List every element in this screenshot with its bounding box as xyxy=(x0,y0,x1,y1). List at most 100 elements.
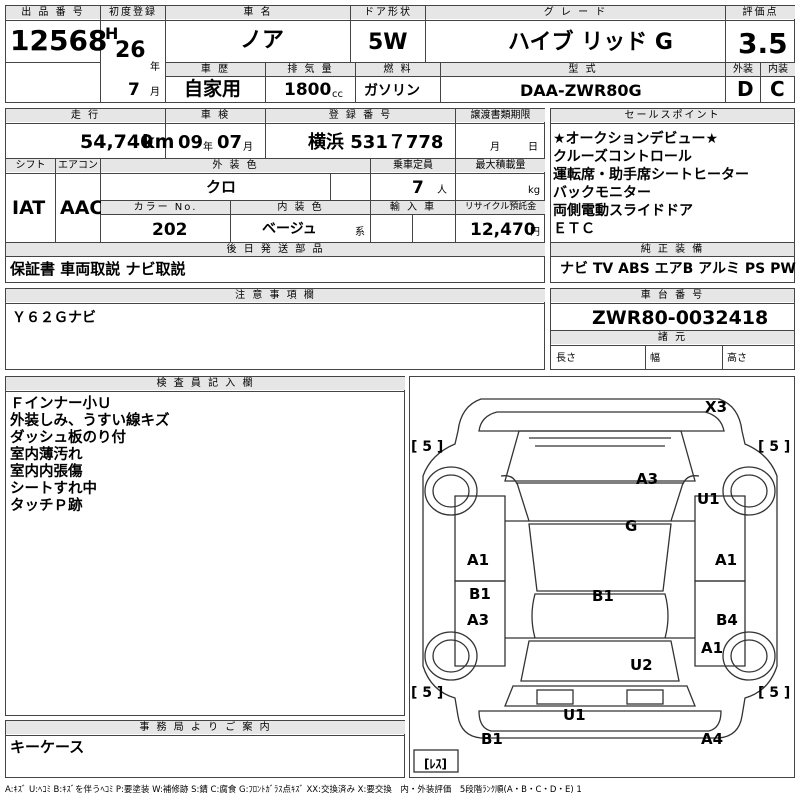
selling-points-label: セールスポイント xyxy=(551,109,794,122)
height-label: 高さ xyxy=(727,353,747,364)
office-label: 事 務 局 よ り ご 案 内 xyxy=(6,721,405,734)
tire-front-left: [ 5 ] xyxy=(411,439,444,455)
tire-rear-right: [ 5 ] xyxy=(758,685,791,701)
int-color: ベージュ xyxy=(262,221,317,237)
fuel-label: 燃 料 xyxy=(356,63,440,76)
exterior-score: D xyxy=(737,77,754,101)
later-parts: 保証書 車両取説 ナビ取説 xyxy=(10,260,186,278)
grade-label: グ レ ー ド xyxy=(426,6,725,19)
door-type: 5W xyxy=(368,30,408,55)
chassis-section xyxy=(550,288,795,370)
damage-b4: B4 xyxy=(716,611,738,629)
recycle-label: リサイクル預託金 xyxy=(456,201,545,214)
interior-score: C xyxy=(770,77,785,101)
capacity-unit: 人 xyxy=(437,185,447,196)
transfer-month-unit: 月 xyxy=(490,142,500,153)
capacity-label: 乗車定員 xyxy=(371,159,455,172)
import-label: 輸 入 車 xyxy=(371,201,455,214)
car-name: ノア xyxy=(240,28,285,53)
inspection-year: 09 xyxy=(178,132,204,153)
car-diagram xyxy=(413,398,778,773)
inspector-label: 検 査 員 記 入 欄 xyxy=(6,377,405,390)
year-unit: 年 xyxy=(150,62,160,73)
reg-no-label: 登 録 番 号 xyxy=(266,109,455,122)
damage-diagram xyxy=(409,376,795,778)
int-color-unit: 系 xyxy=(355,227,365,238)
tire-rear-left: [ 5 ] xyxy=(411,685,444,701)
car-name-label: 車 名 xyxy=(166,6,350,19)
chassis-label: 車 台 番 号 xyxy=(551,289,794,302)
score: 3.5 xyxy=(738,27,788,60)
int-color-label: 内 装 色 xyxy=(231,201,370,214)
transfer-label: 譲渡書類期限 xyxy=(456,109,545,122)
ac: AAC xyxy=(60,197,104,219)
damage-b1-center: B1 xyxy=(592,587,614,605)
displacement: 1800 xyxy=(284,80,332,100)
interior-label: 内装 xyxy=(761,63,795,76)
caution-text: Ｙ６２Ｇナビ xyxy=(12,310,96,326)
color-no-label: カラー No. xyxy=(101,201,230,214)
reg-month: 7 xyxy=(128,80,140,100)
max-load-unit: kg xyxy=(528,185,541,196)
shift-label: シフト xyxy=(6,159,55,172)
mileage-label: 走 行 xyxy=(6,109,165,122)
ac-label: エアコン xyxy=(56,159,100,172)
ext-color: クロ xyxy=(206,178,237,196)
damage-a3-hood: A3 xyxy=(636,470,659,488)
inspection-year-unit: 年 xyxy=(203,142,213,153)
door-label: ドア形状 xyxy=(351,6,425,19)
transfer-day-unit: 日 xyxy=(528,142,538,153)
color-no: 202 xyxy=(152,220,188,240)
equipment-section xyxy=(550,242,795,283)
length-label: 長さ xyxy=(556,353,576,364)
reg-year: 26 xyxy=(115,38,146,63)
damage-a4: A4 xyxy=(701,730,724,748)
equipment-items: ナビ TV ABS エアB アルミ PS PW xyxy=(560,261,796,277)
damage-a1-right: A1 xyxy=(715,551,738,569)
damage-u1-bottom: U1 xyxy=(563,706,586,724)
displacement-label: 排 気 量 xyxy=(266,63,355,76)
grade: ハイブ リッド G xyxy=(508,30,673,55)
equipment-label: 純 正 装 備 xyxy=(551,243,794,256)
score-label: 評価点 xyxy=(726,6,795,19)
inspector-text: Ｆインナー小Ｕ 外装しみ、うすい線キズ ダッシュ板のり付 室内薄汚れ 室内内張傷… xyxy=(10,396,170,514)
shift: IAT xyxy=(12,197,46,219)
recycle-fee: 12,470 xyxy=(470,220,536,240)
fuel: ガソリン xyxy=(364,83,420,99)
reg-no: 横浜 531７778 xyxy=(308,132,444,153)
office-text: キーケース xyxy=(10,738,85,756)
displacement-unit: cc xyxy=(332,89,343,100)
damage-legend: A:ｷｽﾞ U:ﾍｺﾐ B:ｷｽﾞを伴うﾍｺﾐ P:要塗装 W:補修跡 S:錆 … xyxy=(5,785,582,795)
exterior-label: 外装 xyxy=(726,63,760,76)
damage-u2: U2 xyxy=(630,656,653,674)
damage-b1-bottom: B1 xyxy=(481,730,503,748)
inspection-month-unit: 月 xyxy=(243,142,253,153)
history-label: 車 歴 xyxy=(166,63,265,76)
max-load-label: 最大積載量 xyxy=(456,159,545,172)
mileage: 54,740 xyxy=(80,131,154,153)
lot-no: 12568 xyxy=(10,24,108,57)
history: 自家用 xyxy=(184,78,242,100)
damage-a3-left: A3 xyxy=(467,611,490,629)
mileage-unit: km xyxy=(142,131,175,153)
month-unit: 月 xyxy=(150,87,160,98)
office-section xyxy=(5,720,405,778)
damage-u1-right: U1 xyxy=(697,490,720,508)
selling-points-text: ★オークションデビュー★ クルーズコントロール 運転席・助手席シートヒーター バ… xyxy=(553,131,749,237)
inspection-month: 07 xyxy=(217,132,243,153)
later-parts-label: 後 日 発 送 部 品 xyxy=(6,243,545,256)
tire-front-right: [ 5 ] xyxy=(758,439,791,455)
recycle-unit: 円 xyxy=(530,227,540,238)
dims-label: 諸 元 xyxy=(551,331,794,344)
first-reg-label: 初度登録 xyxy=(101,6,165,19)
model-label: 型 式 xyxy=(441,63,725,76)
details-section xyxy=(5,108,545,283)
model: DAA-ZWR80G xyxy=(520,81,642,100)
inspection-label: 車 検 xyxy=(166,109,265,122)
ext-color-label: 外 装 色 xyxy=(101,159,370,172)
spare-tire: [ﾚｽ] xyxy=(424,757,447,771)
inspector-section xyxy=(5,376,405,716)
damage-a1-rear: A1 xyxy=(701,639,724,657)
capacity: 7 xyxy=(412,178,424,198)
damage-a1-left: A1 xyxy=(467,551,490,569)
